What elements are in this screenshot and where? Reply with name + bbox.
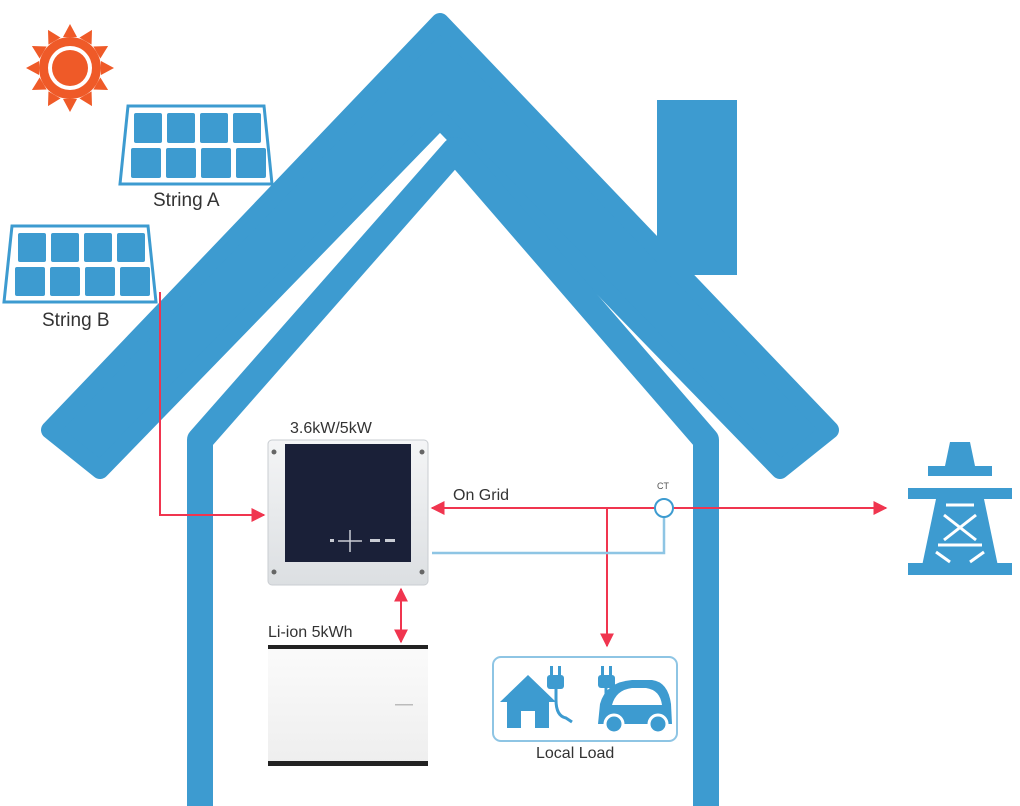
sun-icon: [26, 24, 114, 112]
house-plug-icon: [500, 666, 573, 728]
ct-sensor: [432, 498, 674, 555]
inverter: [267, 439, 429, 586]
house-body: [187, 137, 719, 806]
battery-label: Li-ion 5kWh: [268, 624, 353, 641]
string-b-label: String B: [42, 310, 110, 331]
electric-car-icon: [598, 666, 672, 735]
inverter-label: 3.6kW/5kW: [290, 420, 372, 437]
on-grid-label: On Grid: [453, 487, 510, 504]
battery: [268, 645, 428, 766]
solar-panel-icon: [118, 104, 274, 186]
ct-label: CT: [657, 481, 669, 491]
solar-panel-icon: [2, 224, 158, 304]
house-roof: [41, 13, 839, 479]
house-chimney: [657, 100, 737, 275]
string-a-label: String A: [153, 190, 220, 211]
power-pylon-icon: [908, 442, 1012, 575]
local-load-label: Local Load: [536, 745, 615, 762]
